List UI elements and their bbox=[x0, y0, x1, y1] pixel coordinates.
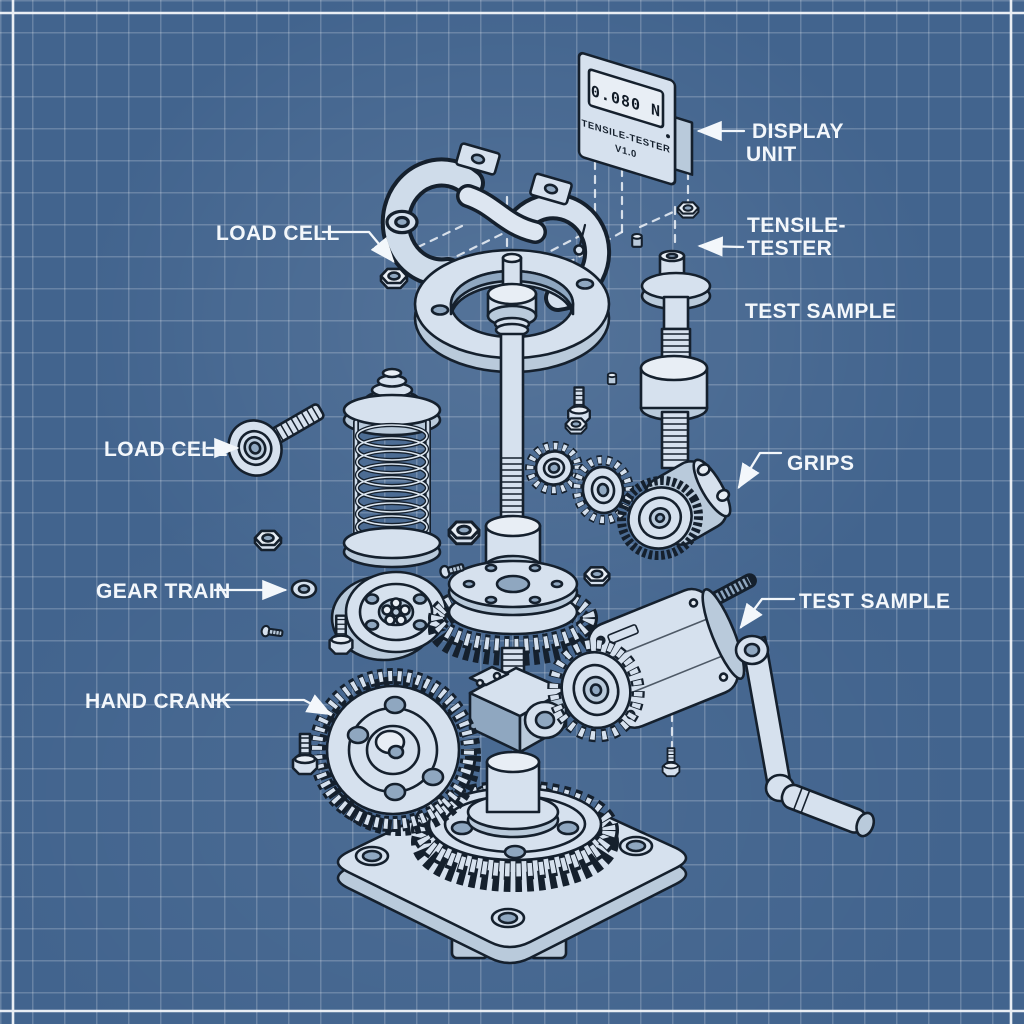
star-knob bbox=[381, 597, 411, 626]
base-gear bbox=[411, 750, 619, 892]
label-display-unit-line2: UNIT bbox=[746, 143, 797, 166]
hex-nut bbox=[583, 566, 611, 587]
pin bbox=[573, 223, 587, 256]
chuck-screws bbox=[696, 463, 731, 502]
hex-nut bbox=[379, 267, 409, 290]
rivet bbox=[631, 232, 643, 248]
load-ring-flange bbox=[413, 248, 611, 374]
rivet bbox=[606, 372, 618, 386]
label-tensile-tester-line2: TESTER bbox=[747, 237, 832, 260]
lcd-screen bbox=[587, 68, 665, 129]
display-unit: 0.080 N TENSILE-TESTER V1.0 bbox=[577, 51, 694, 186]
load-cell-bolt bbox=[227, 403, 325, 477]
base-plate-holes bbox=[354, 835, 654, 929]
gear-lightening-holes bbox=[346, 695, 445, 802]
leader-lines bbox=[205, 120, 796, 716]
hand-crank-arm bbox=[734, 634, 876, 838]
pulley-wheel bbox=[330, 570, 448, 662]
threaded-rod-assembly bbox=[639, 249, 712, 470]
label-tensile-tester-line1: TENSILE- bbox=[747, 214, 846, 237]
crank-handle bbox=[780, 783, 876, 838]
display-side-tab bbox=[673, 115, 694, 176]
labels: DISPLAY UNIT TENSILE- TESTER TEST SAMPLE… bbox=[85, 120, 950, 713]
hex-nut bbox=[564, 417, 588, 435]
screw bbox=[259, 624, 285, 640]
grip-chuck bbox=[616, 458, 732, 561]
label-test-sample-lower: TEST SAMPLE bbox=[799, 590, 950, 613]
hex-nut bbox=[253, 529, 283, 552]
label-load-cell-upper: LOAD CELL bbox=[216, 222, 340, 245]
indicator-dot bbox=[666, 134, 670, 139]
clamp-jaw-block bbox=[529, 172, 573, 206]
flange-bolt-holes bbox=[462, 563, 564, 605]
label-display-unit-line1: DISPLAY bbox=[752, 120, 844, 143]
drive-gear-stack bbox=[428, 559, 598, 666]
motor-gear bbox=[547, 637, 645, 743]
hex-nut bbox=[447, 520, 481, 546]
label-test-sample-upper: TEST SAMPLE bbox=[745, 300, 896, 323]
large-spur-gear bbox=[309, 668, 481, 836]
label-hand-crank: HAND CRANK bbox=[85, 690, 231, 713]
idler-gear-small bbox=[525, 440, 583, 496]
hex-nut bbox=[676, 201, 700, 219]
label-load-cell-left: LOAD CELL bbox=[104, 438, 228, 461]
clamp-jaw-block bbox=[455, 142, 501, 176]
bolt bbox=[661, 747, 681, 778]
washer bbox=[290, 579, 318, 599]
washer bbox=[385, 209, 419, 235]
label-grips: GRIPS bbox=[787, 452, 854, 475]
label-gear-train: GEAR TRAIN bbox=[96, 580, 231, 603]
spring-column bbox=[342, 367, 442, 569]
